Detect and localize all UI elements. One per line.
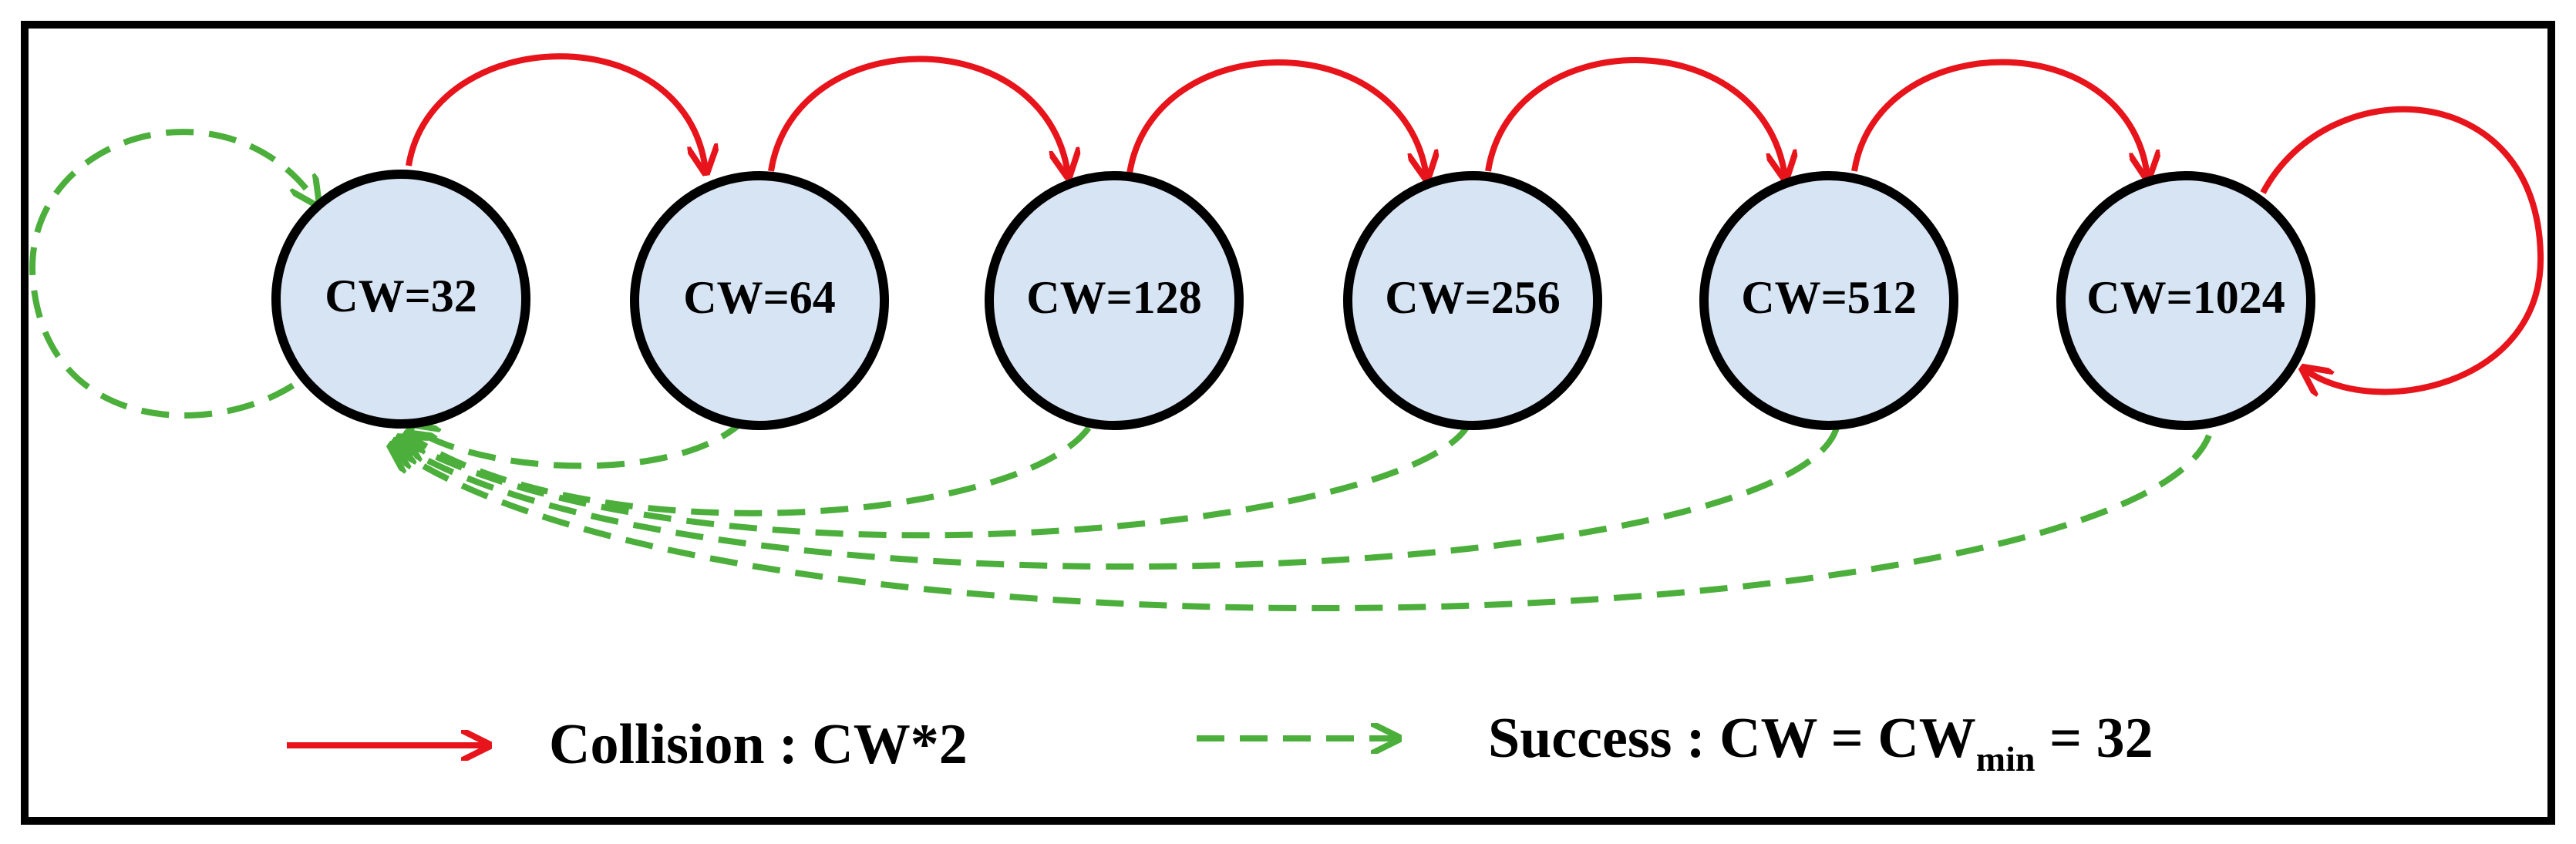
success-edge-1024-32: [393, 434, 2212, 612]
success-edge-128-32: [409, 425, 1092, 516]
collision-edge-512-1024: [1851, 59, 2147, 176]
legend-success-suffix: = 32: [2035, 707, 2153, 770]
collision-self-loop-1024: [2260, 106, 2544, 392]
collision-edge-128-256: [1126, 59, 1426, 176]
legend-success-subscript: min: [1976, 739, 2036, 778]
state-node-512: CW=512: [1699, 171, 1958, 430]
collision-edge-32-64: [406, 53, 705, 170]
state-node-32: CW=32: [271, 170, 530, 429]
success-edge-64-32: [412, 418, 746, 469]
state-label: CW=32: [325, 271, 477, 321]
collision-edges: [406, 53, 2544, 392]
success-self-loop-32: [29, 129, 316, 419]
state-node-1024: CW=1024: [2056, 171, 2315, 430]
collision-edge-256-512: [1485, 57, 1785, 176]
state-label: CW=512: [1741, 272, 1917, 323]
success-edge-512-32: [397, 426, 1840, 570]
state-node-128: CW=128: [985, 171, 1244, 430]
state-label: CW=64: [683, 272, 836, 323]
diagram-frame: [21, 21, 2555, 825]
state-node-64: CW=64: [630, 171, 889, 430]
legend-success-prefix: Success : CW = CW: [1488, 707, 1976, 770]
legend-success-label: Success : CW = CWmin = 32: [1488, 707, 2153, 778]
collision-edge-64-128: [768, 55, 1068, 173]
legend: Collision : CW*2 Success : CW = CWmin = …: [287, 707, 2153, 778]
state-node-256: CW=256: [1343, 171, 1602, 430]
success-edges: [29, 129, 2212, 612]
state-nodes: CW=32 CW=64 CW=128 CW=256 CW=512 CW=1024: [271, 170, 2315, 430]
state-label: CW=128: [1026, 272, 1202, 323]
state-label: CW=256: [1385, 272, 1561, 323]
legend-collision-label: Collision : CW*2: [549, 713, 968, 776]
success-edge-256-32: [401, 422, 1472, 539]
state-label: CW=1024: [2086, 272, 2285, 323]
